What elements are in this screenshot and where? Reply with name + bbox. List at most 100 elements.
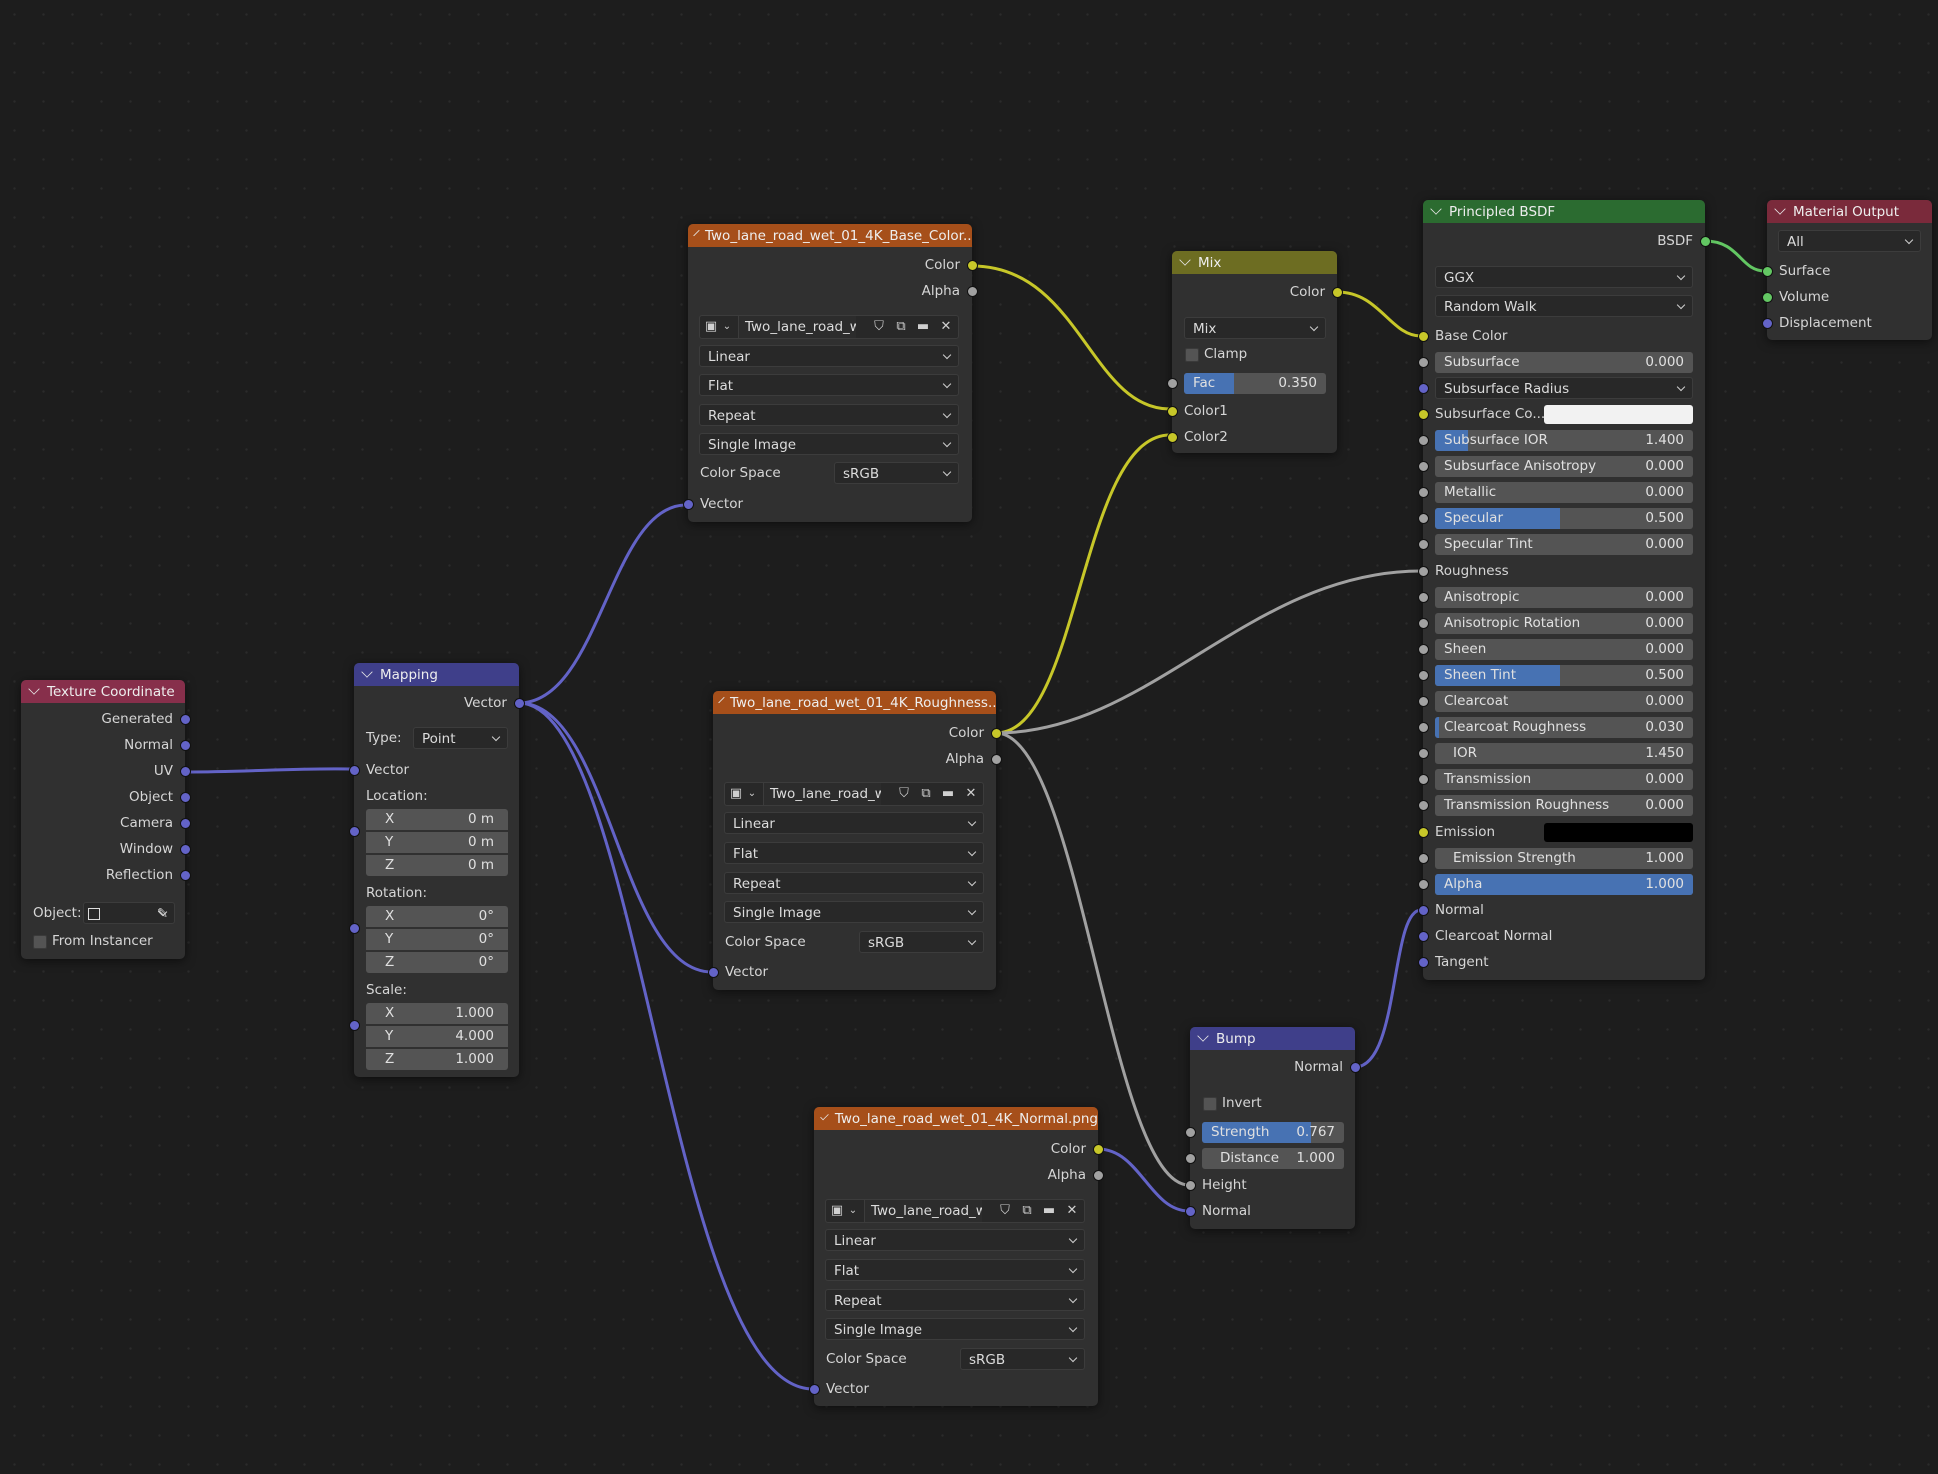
- duplicate-icon[interactable]: ⧉: [896, 319, 906, 334]
- extension-dropdown[interactable]: Repeat: [699, 404, 959, 426]
- node-header[interactable]: Principled BSDF: [1423, 200, 1705, 223]
- node-header[interactable]: Mix: [1172, 251, 1337, 274]
- bump-node[interactable]: Bump Normal Invert Strength 0.767 Distan…: [1185, 1027, 1361, 1229]
- socket-normal-in[interactable]: [1185, 1206, 1196, 1217]
- eyedropper-icon[interactable]: ✎: [156, 906, 168, 922]
- socket-subsurface-ior[interactable]: [1418, 435, 1429, 446]
- close-icon[interactable]: ✕: [965, 786, 977, 801]
- from-instancer-checkbox[interactable]: [33, 935, 47, 949]
- subsurface-color-swatch[interactable]: [1544, 405, 1693, 424]
- socket-normal[interactable]: [180, 740, 191, 751]
- socket-vector-in[interactable]: [349, 765, 360, 776]
- source-dropdown[interactable]: Single Image: [699, 433, 959, 455]
- texture-coordinate-node[interactable]: Texture Coordinate Generated Normal UV O…: [21, 680, 191, 959]
- socket-subsurface-color[interactable]: [1418, 409, 1429, 420]
- image-name-field[interactable]: Two_lane_road_w...: [763, 783, 881, 805]
- socket-transmission[interactable]: [1418, 774, 1429, 785]
- distance-field[interactable]: Distance 1.000: [1202, 1148, 1344, 1169]
- mapping-node[interactable]: Mapping Vector Type: Point Vector Locati…: [349, 663, 525, 1077]
- socket-vector-in[interactable]: [809, 1384, 820, 1395]
- socket-anisotropic-rotation[interactable]: [1418, 618, 1429, 629]
- strength-slider[interactable]: Strength 0.767: [1202, 1122, 1344, 1143]
- close-icon[interactable]: ✕: [940, 319, 952, 334]
- duplicate-icon[interactable]: ⧉: [1022, 1203, 1032, 1218]
- duplicate-icon[interactable]: ⧉: [921, 786, 931, 801]
- socket-sheen[interactable]: [1418, 644, 1429, 655]
- socket-displacement-in[interactable]: [1762, 318, 1773, 329]
- projection-dropdown[interactable]: Flat: [724, 842, 984, 864]
- socket-normal-out[interactable]: [1350, 1062, 1361, 1073]
- socket-volume-in[interactable]: [1762, 292, 1773, 303]
- target-dropdown[interactable]: All: [1778, 230, 1921, 252]
- collapse-chevron-icon[interactable]: [28, 682, 40, 695]
- invert-checkbox[interactable]: [1203, 1097, 1217, 1111]
- socket-height-in[interactable]: [1185, 1180, 1196, 1191]
- source-dropdown[interactable]: Single Image: [825, 1318, 1085, 1340]
- open-folder-icon[interactable]: ▬: [1042, 1203, 1056, 1218]
- socket-generated[interactable]: [180, 714, 191, 725]
- socket-color2-in[interactable]: [1167, 432, 1178, 443]
- chevron-down-icon[interactable]: ⌄: [747, 788, 757, 799]
- socket-color1-in[interactable]: [1167, 406, 1178, 417]
- subsurface-method-dropdown[interactable]: Random Walk: [1435, 295, 1693, 317]
- fake-user-shield-icon[interactable]: ⛉: [899, 786, 909, 801]
- image-name-field[interactable]: Two_lane_road_w...: [738, 316, 856, 338]
- extension-dropdown[interactable]: Repeat: [825, 1289, 1085, 1311]
- socket-rotation[interactable]: [349, 923, 360, 934]
- image-browse-icon[interactable]: ▣: [830, 1203, 844, 1218]
- socket-distance[interactable]: [1185, 1153, 1196, 1164]
- image-browse-icon[interactable]: ▣: [729, 786, 743, 801]
- socket-color-out[interactable]: [991, 728, 1002, 739]
- socket-location[interactable]: [349, 826, 360, 837]
- object-picker[interactable]: ✎: [83, 902, 175, 924]
- color-space-dropdown[interactable]: sRGB: [834, 462, 959, 484]
- open-folder-icon[interactable]: ▬: [941, 786, 955, 801]
- color-space-dropdown[interactable]: sRGB: [859, 931, 984, 953]
- socket-vector-in[interactable]: [708, 967, 719, 978]
- image-texture-normal-node[interactable]: Two_lane_road_wet_01_4K_Normal.png Color…: [809, 1107, 1104, 1406]
- socket-window[interactable]: [180, 844, 191, 855]
- socket-normal[interactable]: [1418, 905, 1429, 916]
- socket-subsurface-radius[interactable]: [1418, 383, 1429, 394]
- socket-specular[interactable]: [1418, 513, 1429, 524]
- node-header[interactable]: Material Output: [1767, 200, 1932, 223]
- socket-uv[interactable]: [180, 766, 191, 777]
- extension-dropdown[interactable]: Repeat: [724, 872, 984, 894]
- fake-user-shield-icon[interactable]: ⛉: [874, 319, 884, 334]
- color-space-dropdown[interactable]: sRGB: [960, 1348, 1085, 1370]
- fac-slider[interactable]: Fac 0.350: [1184, 373, 1326, 394]
- interpolation-dropdown[interactable]: Linear: [825, 1229, 1085, 1251]
- type-dropdown[interactable]: Point: [413, 727, 508, 749]
- collapse-chevron-icon[interactable]: [361, 665, 373, 678]
- socket-bsdf-out[interactable]: [1700, 236, 1711, 247]
- node-header[interactable]: Two_lane_road_wet_01_4K_Roughness....: [713, 691, 996, 714]
- socket-scale[interactable]: [349, 1020, 360, 1031]
- socket-emission-strength[interactable]: [1418, 853, 1429, 864]
- collapse-chevron-icon[interactable]: [1179, 253, 1191, 266]
- subsurface-radius-dropdown[interactable]: Subsurface Radius: [1435, 377, 1693, 399]
- projection-dropdown[interactable]: Flat: [699, 374, 959, 396]
- socket-object[interactable]: [180, 792, 191, 803]
- socket-vector-in[interactable]: [683, 499, 694, 510]
- socket-color-out[interactable]: [1332, 287, 1343, 298]
- fake-user-shield-icon[interactable]: ⛉: [1000, 1203, 1010, 1218]
- collapse-chevron-icon[interactable]: [1774, 202, 1786, 215]
- image-selector[interactable]: ▣ ⌄ Two_lane_road_w... ⛉ ⧉ ▬ ✕: [724, 782, 984, 806]
- chevron-down-icon[interactable]: ⌄: [848, 1205, 858, 1216]
- clamp-checkbox[interactable]: [1185, 348, 1199, 362]
